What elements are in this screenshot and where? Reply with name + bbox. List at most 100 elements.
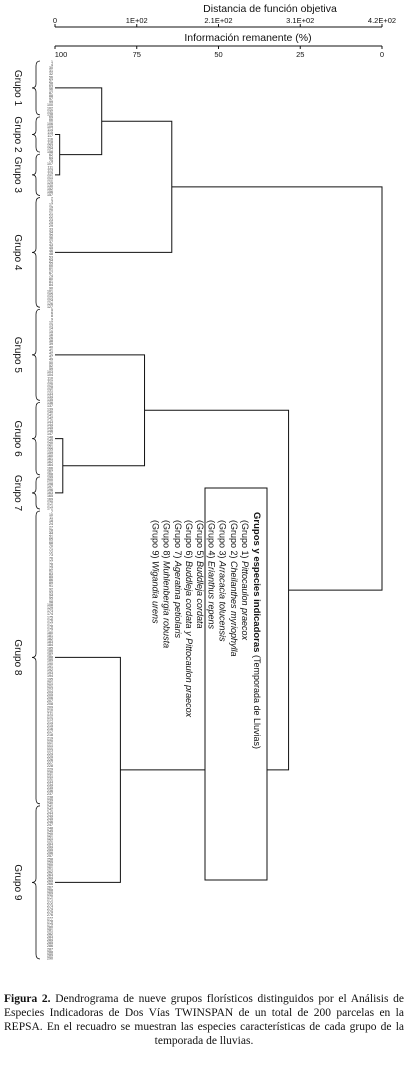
leaf-label: 118 — [47, 140, 53, 144]
leaf-label: 193 — [47, 671, 53, 675]
caption-text: Dendrograma de nueve grupos florísticos … — [4, 993, 404, 1047]
leaf-label: 208 — [47, 702, 53, 706]
leaf-label: 216 — [47, 727, 53, 731]
leaf-label: 59 — [49, 367, 53, 371]
leaf-label: 33 — [49, 227, 53, 231]
legend-item: (Grupo 4) Erianthus repens — [206, 520, 216, 630]
leaf-label: 225 — [47, 755, 53, 759]
leaf-label: 254 — [47, 845, 53, 849]
leaf-label: 282 — [47, 932, 53, 936]
leaf-label: 105 — [47, 293, 53, 297]
dendrogram-link — [55, 87, 103, 156]
group-label: Grupo 5 — [12, 337, 23, 374]
leaf-label: 88 — [49, 94, 53, 98]
leaf-label: 92 — [49, 587, 53, 591]
leaf-label: 252 — [47, 839, 53, 843]
leaf-label: 39 — [49, 342, 53, 346]
legend-item: (Grupo 5) Buddleja cordata — [195, 520, 205, 629]
leaf-label: 15 — [49, 330, 53, 334]
legend-item-species: Cheilanthes myriophylla — [229, 561, 239, 657]
leaf-label: 18 — [49, 519, 53, 523]
leaf-label: 245 — [47, 817, 53, 821]
axis-second-tick-label: 75 — [133, 50, 141, 59]
leaf-label: 55 — [49, 261, 53, 265]
leaf-label: 212 — [47, 715, 53, 719]
leaf-label: 22 — [49, 215, 53, 219]
leaf-label: 1 — [51, 60, 53, 64]
leaf-label: 101 — [47, 289, 53, 293]
leaf-label: 142 — [47, 417, 53, 421]
leaf-label: 243 — [47, 811, 53, 815]
leaf-label: 80 — [49, 277, 53, 281]
leaf-label: 194 — [47, 674, 53, 678]
legend-item: (Grupo 8) Muhlenbergia robusta — [162, 520, 172, 648]
group-brace — [31, 510, 41, 805]
leaf-label: 182 — [47, 637, 53, 641]
leaf-label: 221 — [47, 743, 53, 747]
leaf-label: 190 — [47, 662, 53, 666]
leaf-label: 237 — [47, 792, 53, 796]
leaf-label: 169 — [47, 497, 53, 501]
legend-item-group: (Grupo 6) — [184, 520, 194, 561]
leaf-label: 261 — [47, 867, 53, 871]
leaf-label: 122 — [47, 178, 53, 182]
leaf-label: 286 — [47, 944, 53, 948]
leaf-label: 246 — [47, 820, 53, 824]
axis-second-tick-label: 100 — [55, 50, 68, 59]
leaf-label: 108 — [47, 603, 53, 607]
leaf-label: 83 — [49, 572, 53, 576]
leaf-label: 113 — [47, 168, 53, 172]
leaf-label: 232 — [47, 777, 53, 781]
leaf-label: 202 — [47, 684, 53, 688]
leaf-label: 71 — [49, 547, 53, 551]
leaf-label: 165 — [47, 494, 53, 498]
leaf-label: 284 — [47, 938, 53, 942]
leaf-label: 78 — [49, 563, 53, 567]
legend-item-group: (Grupo 4) — [206, 520, 216, 561]
leaf-label: 5 — [51, 308, 53, 312]
leaf-label: 52 — [49, 364, 53, 368]
legend-item-group: (Grupo 5) — [195, 520, 205, 561]
leaf-label: 273 — [47, 904, 53, 908]
leaf-label: 274 — [47, 907, 53, 911]
group-brace — [31, 308, 41, 401]
group-brace — [31, 476, 41, 510]
leaf-label: 184 — [47, 643, 53, 647]
leaf-label: 11 — [49, 516, 53, 520]
leaf-label: 234 — [47, 783, 53, 787]
leaf-label: 97 — [49, 97, 53, 101]
axis-top-tick-label: 4.2E+02 — [368, 16, 396, 25]
leaf-label: 140 — [47, 410, 53, 414]
leaf-label: 241 — [47, 805, 53, 809]
leaf-label: 262 — [47, 870, 53, 874]
leaf-label: 275 — [47, 910, 53, 914]
leaf-label: 107 — [47, 162, 53, 166]
leaf-label: 231 — [47, 774, 53, 778]
leaf-label: 23 — [49, 218, 53, 222]
leaf-label: 48 — [49, 252, 53, 256]
leaf-label: 79 — [49, 566, 53, 570]
leaf-label: 65 — [49, 538, 53, 542]
legend-item-group: (Grupo 1) — [240, 520, 250, 561]
leaf-label: 81 — [49, 280, 53, 284]
leaf-label: 288 — [47, 950, 53, 954]
group-label: Grupo 9 — [12, 864, 23, 901]
leaf-label: 91 — [49, 584, 53, 588]
leaf-label: 19 — [49, 206, 53, 210]
leaf-label: 70 — [49, 544, 53, 548]
caption-label: Figura 2. — [4, 993, 51, 1005]
leaf-label: 153 — [47, 144, 53, 148]
leaf-label: 183 — [47, 640, 53, 644]
leaf-label: 3 — [51, 199, 53, 203]
leaf-label: 110 — [47, 376, 53, 380]
leaf-label: 126 — [47, 302, 53, 306]
leaf-label: 290 — [47, 957, 53, 961]
leaf-label: 34 — [49, 230, 53, 234]
leaf-label: 136 — [47, 401, 53, 405]
leaf-label: 192 — [47, 668, 53, 672]
leaf-label: 69 — [49, 116, 53, 120]
leaf-label: 155 — [47, 448, 53, 452]
leaf-label: 28 — [49, 528, 53, 532]
leaf-label: 272 — [47, 901, 53, 905]
leaf-label: 123 — [47, 296, 53, 300]
